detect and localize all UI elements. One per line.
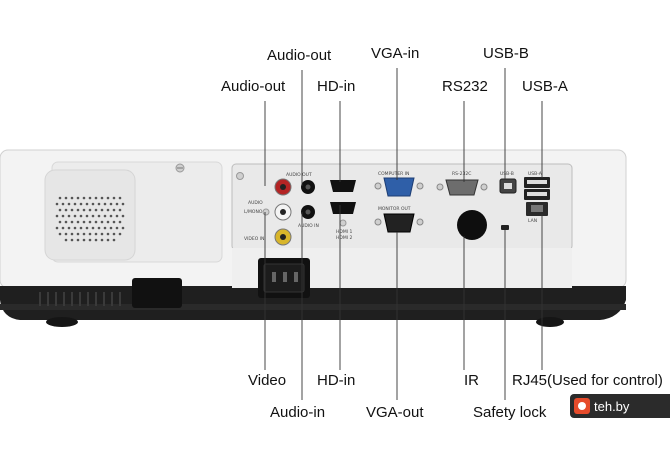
right-foot [536, 317, 564, 327]
watermark-badge: teh.by [570, 394, 670, 418]
panel-label-video-in: VIDEO IN [244, 236, 264, 242]
label-safety-lock: Safety lock [473, 404, 547, 421]
panel-label-lan: LAN [528, 218, 537, 224]
usb-a-ports [524, 177, 550, 200]
base-block [132, 278, 182, 308]
label-hd-in-top: HD-in [317, 78, 356, 95]
panel-label-usb-b: USB-B [500, 171, 514, 177]
label-usb-b: USB-B [483, 45, 529, 62]
label-vga-out: VGA-out [366, 404, 424, 421]
panel-label-hdmi1: HDMI 1 [336, 229, 352, 235]
speaker-grille [55, 196, 125, 242]
leader-lines [264, 68, 543, 400]
projector-base [0, 286, 626, 320]
label-hd-in-bottom: HD-in [317, 372, 356, 389]
audio-jacks [262, 178, 315, 246]
panel-label-l-mono: L/MONO [244, 209, 263, 215]
vga-ports [374, 177, 424, 233]
label-audio-out-top: Audio-out [267, 47, 332, 64]
panel-label-usb-a: USB-A [528, 171, 543, 177]
watermark-logo-icon [574, 398, 590, 414]
safety-lock-slot [501, 225, 509, 230]
hdmi-ports [330, 180, 356, 227]
panel-label-audio: AUDIO [248, 200, 263, 206]
label-vga-in: VGA-in [371, 45, 420, 62]
label-ir: IR [464, 372, 479, 389]
label-usb-a: USB-A [522, 78, 568, 95]
base-vent [39, 292, 121, 306]
panel-label-monitor-out: MONITOR OUT [378, 206, 411, 212]
label-rj45: RJ45(Used for control) [512, 372, 663, 389]
label-audio-in: Audio-in [270, 404, 326, 421]
rs232-port [436, 179, 488, 196]
panel-label-rs232c: RS-232C [452, 171, 471, 177]
panel-label-computer-in: COMPUTER IN [378, 171, 409, 177]
panel-label-hdmi2: HDMI 2 [336, 235, 352, 241]
watermark-text: teh.by [594, 398, 630, 414]
rj45-port [526, 202, 548, 216]
label-video: Video [248, 372, 287, 389]
panel-label-audio-out: AUDIO OUT [286, 172, 312, 178]
power-socket [258, 258, 310, 298]
ir-receiver [457, 210, 487, 240]
usb-b-port [499, 178, 517, 194]
label-audio-out-left: Audio-out [221, 78, 286, 95]
label-rs232: RS232 [442, 78, 488, 95]
left-foot [46, 317, 78, 327]
panel-label-audio-in: AUDIO IN [298, 223, 319, 229]
